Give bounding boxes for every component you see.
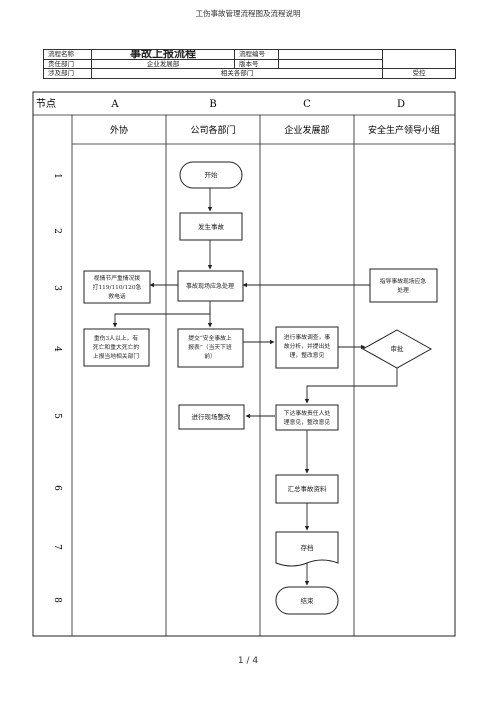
approval-diamond [361, 329, 433, 369]
occur-accident-box [179, 212, 243, 241]
row-number-8: 8 [52, 597, 62, 603]
emergency-handling-box [177, 270, 244, 302]
summarize-label: 汇总事故资料 [288, 484, 328, 493]
external-call-box [83, 270, 151, 304]
end-label: 结束 [301, 596, 315, 605]
start-label: 开始 [205, 170, 219, 179]
document-title: 工伤事故管理流程图及流程说明 [195, 9, 301, 18]
lane-company-depts: 公司各部门 [190, 124, 235, 136]
report-external-line1: 重伤3人以上，有 [94, 334, 138, 342]
guide-line1: 指导事故现场应急 [380, 277, 427, 285]
occur-accident-label: 发生事故 [198, 222, 225, 231]
investigation-line3: 理，整改意见 [290, 351, 325, 359]
column-d-label: D [397, 99, 405, 110]
row-number-7: 7 [52, 544, 62, 550]
summarize-box [275, 474, 339, 504]
page-footer: 1 / 4 [237, 656, 259, 666]
investigation-line2: 故分析，并提出处 [284, 342, 331, 350]
rectify-box [178, 404, 245, 430]
lane-enterprise-dev: 企业发展部 [284, 124, 329, 136]
guide-emergency-box [369, 268, 438, 303]
submit-report-line3: 前） [204, 352, 216, 360]
guide-line2: 处理 [397, 286, 409, 294]
investigation-line1: 进行事故调查，事 [284, 333, 331, 341]
report-external-box [83, 328, 150, 367]
row-number-2: 2 [52, 228, 62, 234]
chart-frame [32, 91, 456, 637]
submit-report-line1: 提交“安全事故上 [188, 334, 232, 342]
external-call-line1: 视情节严重情况拨 [94, 274, 141, 282]
archive-label: 存档 [301, 543, 314, 552]
column-b-label: B [209, 99, 216, 110]
investigation-box [275, 326, 339, 369]
issue-opinion-line2: 理意见，整改意见 [284, 418, 331, 426]
row-number-1: 1 [52, 173, 62, 179]
row-number-6: 6 [52, 485, 62, 491]
column-a-label: A [110, 99, 119, 110]
rectify-label: 进行现场整改 [192, 412, 232, 421]
emergency-label: 事故现场应急处理 [186, 282, 234, 290]
node-header-label: 节点 [36, 98, 56, 110]
archive-document-shape [275, 531, 339, 567]
lane-safety-group: 安全生产领导小组 [368, 124, 440, 136]
process-info-table: 流程名称 事故上报流程 流程编号 责任部门 企业发展部 版本号 涉及部门 相关各… [43, 49, 456, 79]
report-external-line3: 上报当地相关部门 [93, 352, 140, 360]
row-number-4: 4 [52, 346, 62, 352]
column-c-label: C [303, 99, 311, 110]
end-terminator [275, 586, 339, 615]
issue-opinion-box [275, 404, 339, 431]
lane-external: 外协 [110, 124, 128, 136]
approval-label: 审批 [391, 344, 405, 353]
blank-cell [382, 49, 456, 69]
external-call-line3: 救电话 [108, 292, 126, 300]
controlled-label: 受控 [382, 68, 456, 79]
row-number-3: 3 [52, 285, 62, 291]
external-call-line2: 打119/110/120急 [93, 283, 142, 291]
submit-report-line2: 报表”（当天下班 [188, 343, 232, 351]
issue-opinion-line1: 下达事故责任人处 [284, 409, 331, 417]
row-number-5: 5 [52, 413, 62, 419]
start-terminator [179, 161, 243, 189]
submit-report-box [177, 328, 244, 368]
report-external-line2: 死亡和重大死亡的 [93, 343, 140, 351]
